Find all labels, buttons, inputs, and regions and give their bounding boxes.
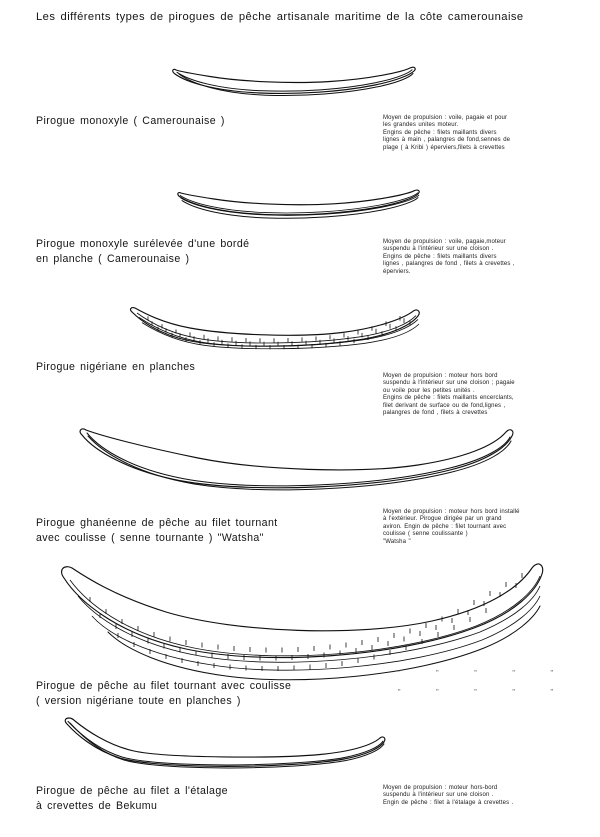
caption-pirogue-etalage-bekumu: Pirogue de pêche au filet a l'étalage à … xyxy=(36,785,228,812)
drawing-pirogue-etalage-bekumu xyxy=(62,712,392,774)
ditto-mark: " xyxy=(550,689,554,696)
ditto-mark: " xyxy=(474,689,477,696)
ditto-mark: " xyxy=(550,670,554,677)
drawing-pirogue-monoxyle-camerounaise xyxy=(170,60,420,105)
annotation-ditto-pirogue-filet-tournant-nigeriane: " " " " " " " " " " xyxy=(398,664,553,702)
caption-pirogue-nigeriane-planches: Pirogue nigériane en planches xyxy=(36,361,196,373)
caption-pirogue-ghaneenne-watsha: Pirogue ghanéenne de pêche au filet tour… xyxy=(36,517,278,544)
annotation-pirogue-monoxyle-surelevee: Moyen de propulsion : voile, pagaie,mote… xyxy=(383,239,515,275)
caption-text: Pirogue de pêche au filet tournant avec … xyxy=(36,680,292,707)
ditto-row-1: " " " " " xyxy=(398,664,553,683)
caption-pirogue-filet-tournant-nigeriane: Pirogue de pêche au filet tournant avec … xyxy=(36,664,291,709)
ditto-mark: " xyxy=(512,689,515,696)
drawing-pirogue-filet-tournant-nigeriane xyxy=(56,556,546,681)
drawing-pirogue-nigeriane-planches xyxy=(128,302,428,356)
ditto-row-2: " " " " " xyxy=(398,683,553,702)
annotation-pirogue-ghaneenne-watsha: Moyen de propulsion : moteur hors bord i… xyxy=(383,509,520,545)
drawing-pirogue-ghaneenne-watsha xyxy=(78,420,518,500)
annotation-pirogue-nigeriane-planches: Moyen de propulsion : moteur hors bord s… xyxy=(383,373,515,417)
page-title: Les différents types de pirogues de pêch… xyxy=(36,11,524,23)
caption-pirogue-monoxyle-camerounaise: Pirogue monoxyle ( Camerounaise ) xyxy=(36,115,225,127)
ditto-mark: " xyxy=(436,670,439,677)
ditto-mark: " xyxy=(512,670,515,677)
caption-pirogue-monoxyle-surelevee: Pirogue monoxyle surélevée d'une bordé e… xyxy=(36,238,250,265)
drawing-pirogue-monoxyle-surelevee xyxy=(176,184,424,226)
ditto-mark: " xyxy=(398,689,401,696)
ditto-mark: " xyxy=(474,670,477,677)
ditto-mark: " xyxy=(398,670,401,677)
annotation-pirogue-etalage-bekumu: Moyen de propulsion : moteur hors-bord s… xyxy=(383,785,514,806)
ditto-mark: " xyxy=(436,689,439,696)
annotation-pirogue-monoxyle-camerounaise: Moyen de propulsion : voile, pagaie et p… xyxy=(383,115,511,151)
